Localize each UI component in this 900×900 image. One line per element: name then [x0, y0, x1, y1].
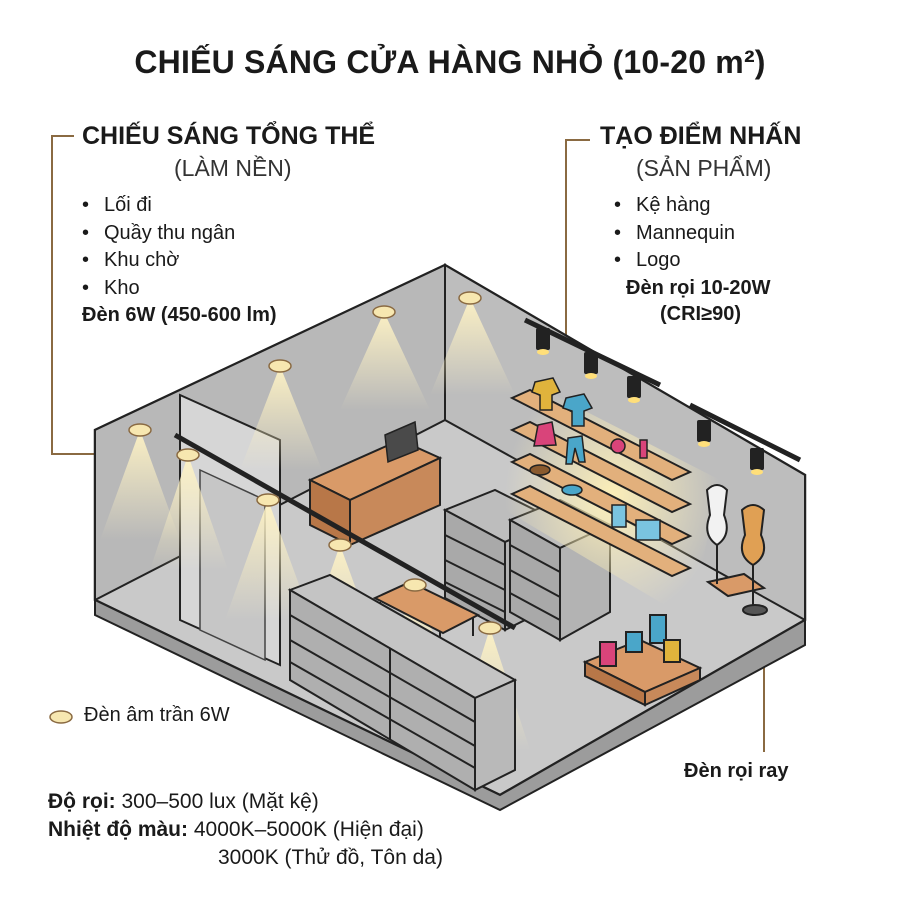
general-lighting-block: CHIẾU SÁNG TỔNG THỂ (LÀM NỀN) Lối đi Quầ…: [82, 122, 375, 327]
tshirt-product: [562, 393, 594, 427]
mannequin: [705, 484, 767, 598]
downlight-legend-label: Đèn âm trần 6W: [84, 704, 230, 726]
track-rail: [173, 432, 517, 631]
accent-lighting-spec-1: Đèn rọi 10-20W: [626, 276, 771, 299]
cosmetic-product: [639, 439, 648, 459]
shoe-product: [561, 484, 583, 496]
page-title: CHIẾU SÁNG CỬA HÀNG NHỎ (10-20 m²): [134, 44, 766, 80]
general-lighting-heading: CHIẾU SÁNG TỔNG THỂ: [82, 122, 376, 150]
tshirt-product: [531, 377, 562, 411]
illuminance-label: Độ rọi:: [48, 790, 116, 813]
accent-lighting-heading: TẠO ĐIỂM NHẤN: [600, 122, 802, 150]
general-lighting-spec: Đèn 6W (450-600 lm): [82, 304, 277, 326]
list-item: Quầy thu ngân: [82, 220, 375, 248]
light-beam: [340, 312, 430, 410]
accent-lighting-block: TẠO ĐIỂM NHẤN (SẢN PHẨM) Kệ hàng Mannequ…: [600, 122, 801, 326]
track-light-label: Đèn rọi ray: [684, 760, 789, 782]
pants-product: [565, 435, 586, 465]
accent-lighting-spec-2: (CRI≥90): [660, 302, 741, 325]
tablet-product: [635, 519, 661, 541]
cashier-counter-front: [349, 456, 441, 547]
accent-leader-line: [565, 139, 590, 352]
accent-lighting-subheading: (SẢN PHẨM): [636, 155, 772, 181]
light-beam: [430, 298, 515, 395]
light-beam: [240, 366, 322, 470]
track-rail: [688, 402, 802, 463]
illuminance-row: Độ rọi: 300–500 lux (Mặt kệ): [48, 788, 443, 816]
list-item: Khu chờ: [82, 247, 375, 275]
phone-product: [611, 504, 627, 528]
spotlight-lens: [537, 349, 763, 475]
shoe-product: [529, 464, 551, 476]
illuminance-value: 300–500 lux (Mặt kệ): [121, 790, 319, 813]
ceiling-downlight: [128, 291, 502, 635]
front-shelf: [287, 573, 518, 792]
cct-row: Nhiệt độ màu: 4000K–5000K (Hiện đại): [48, 816, 443, 844]
list-item: Logo: [614, 247, 801, 275]
cosmetic-product: [610, 438, 626, 454]
general-lighting-subheading: (LÀM NỀN): [174, 155, 292, 181]
mannequin: [740, 504, 768, 616]
list-item: Kho: [82, 275, 375, 303]
downlight-legend-icon: [49, 710, 73, 724]
gift-display: [582, 614, 703, 707]
accent-lighting-list: Kệ hàng Mannequin Logo: [614, 192, 801, 275]
skirt-product: [533, 421, 557, 447]
list-item: Kệ hàng: [614, 192, 801, 220]
track-spotlight: [536, 328, 764, 470]
light-beam: [150, 455, 228, 570]
cct-label: Nhiệt độ màu:: [48, 818, 188, 841]
cct-value-1: 4000K–5000K (Hiện đại): [193, 818, 424, 841]
list-item: Mannequin: [614, 220, 801, 248]
cct-row-2: 3000K (Thử đồ, Tôn da): [48, 844, 443, 872]
cct-value-2: 3000K (Thử đồ, Tôn da): [218, 846, 443, 869]
cashier-monitor: [384, 420, 419, 464]
list-item: Lối đi: [82, 192, 375, 220]
lighting-stats: Độ rọi: 300–500 lux (Mặt kệ) Nhiệt độ mà…: [48, 788, 443, 872]
general-leader-line: [51, 135, 140, 455]
general-lighting-list: Lối đi Quầy thu ngân Khu chờ Kho: [82, 192, 375, 302]
light-beam: [100, 430, 180, 540]
room-front-edge: [94, 598, 806, 812]
